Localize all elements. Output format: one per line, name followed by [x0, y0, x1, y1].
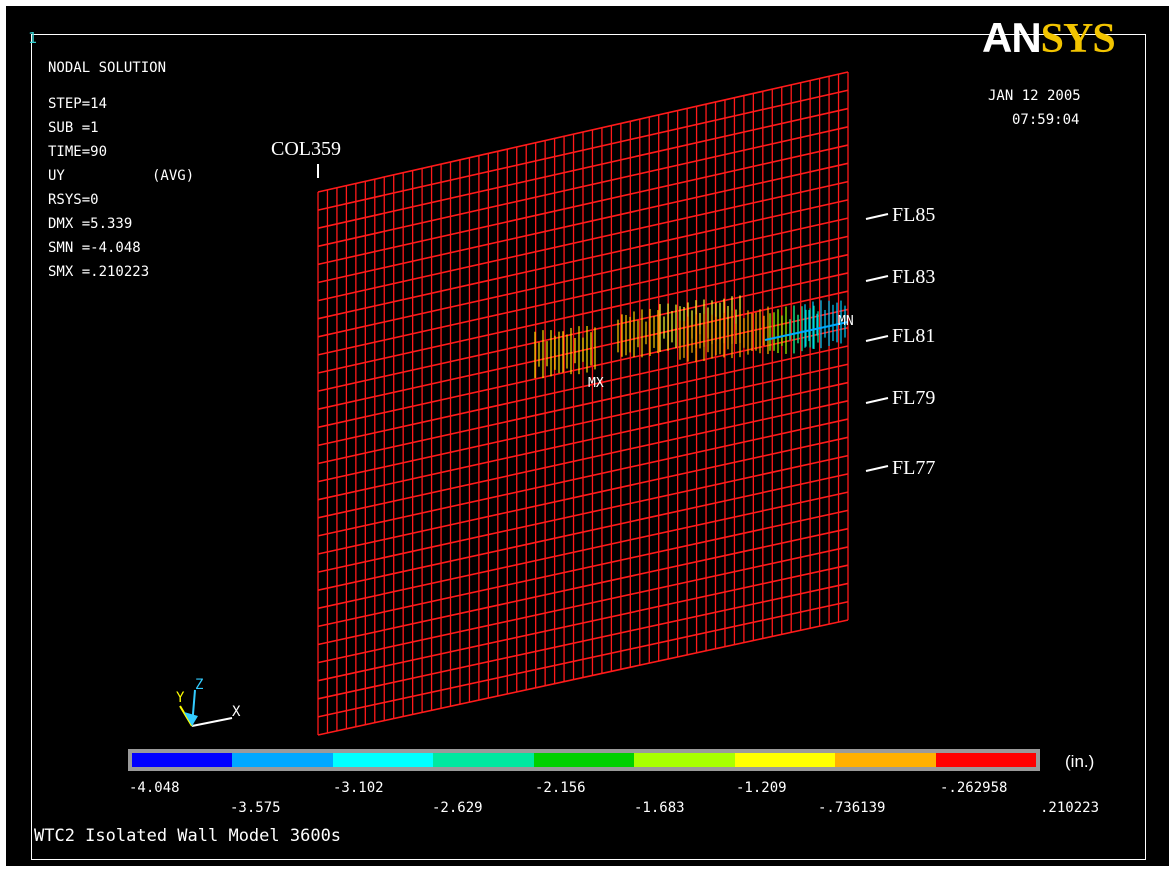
- mesh-floor-line: [317, 546, 849, 664]
- mesh-floor-line: [317, 418, 849, 537]
- mesh-floor-line: [317, 600, 849, 718]
- logo-text-sys: SYS: [1040, 16, 1116, 62]
- legend-label-top-0: -4.048: [129, 780, 180, 796]
- triad-x-axis: [191, 717, 233, 727]
- mesh-floor-line: [317, 381, 849, 501]
- mesh-floor-line: [317, 454, 849, 573]
- mesh-floor-line: [317, 436, 849, 555]
- legend-units: (in.): [1065, 752, 1095, 771]
- floor-leader-lines: [865, 213, 889, 472]
- legend-label-bottom-4: .210223: [1040, 800, 1100, 816]
- clock-label: 07:59:04: [1012, 112, 1080, 128]
- mesh-floor-line: [317, 272, 849, 392]
- floor-label-fl77: FL77: [892, 457, 936, 479]
- min-displacement-line: [764, 321, 849, 341]
- mesh-floor-line: [317, 89, 849, 211]
- legend-label-bottom-2: -1.683: [634, 800, 685, 816]
- sub-label: SUB =1: [48, 120, 99, 136]
- mesh-floor-line: [317, 180, 849, 302]
- legend-swatch-2: [332, 753, 434, 767]
- legend-label-top-1: -3.102: [333, 780, 384, 796]
- floor-leader-line: [865, 275, 889, 282]
- floor-leader-line: [865, 335, 889, 342]
- legend-label-top-4: -.262958: [940, 780, 1008, 796]
- mesh-floor-line: [317, 345, 849, 465]
- triad-origin-marker: [184, 712, 198, 726]
- triad-z-label: Z: [195, 677, 204, 693]
- legend-swatch-7: [835, 753, 937, 767]
- floor-label-fl83: FL83: [892, 266, 936, 288]
- mesh-floor-line: [317, 509, 849, 628]
- floor-label-fl79: FL79: [892, 387, 936, 409]
- triad-y-label: Y: [176, 690, 185, 706]
- wall-mesh: [317, 71, 849, 736]
- mesh-floor-line: [317, 199, 849, 320]
- legend-label-bottom-0: -3.575: [230, 800, 281, 816]
- legend-swatch-8: [935, 753, 1037, 767]
- contour-legend-bar: [128, 749, 1040, 771]
- ansys-logo: ANSYS: [982, 14, 1137, 62]
- floor-leader-line: [865, 213, 889, 220]
- mesh-floor-line: [317, 564, 849, 682]
- floor-leader-line: [865, 465, 889, 472]
- legend-label-bottom-1: -2.629: [432, 800, 483, 816]
- floor-leader-line: [865, 397, 889, 404]
- window-number: 1: [28, 29, 38, 47]
- mesh-floor-line: [317, 582, 849, 700]
- triad-x-label: X: [232, 704, 241, 720]
- logo-text-an: AN: [982, 14, 1042, 61]
- mesh-floor-line: [317, 400, 849, 519]
- mesh-floor-line: [317, 126, 849, 248]
- coordinate-triad-icon: [179, 689, 233, 727]
- min-marker: MN: [838, 314, 854, 329]
- plot-frame: [31, 34, 1146, 860]
- quantity-label: UY: [48, 168, 65, 184]
- step-label: STEP=14: [48, 96, 108, 112]
- legend-label-bottom-3: -.736139: [818, 800, 886, 816]
- legend-swatch-5: [634, 753, 736, 767]
- mesh-floor-line: [317, 473, 849, 591]
- mesh-floor-line: [317, 71, 849, 193]
- solution-type: NODAL SOLUTION: [48, 60, 167, 76]
- plot-caption: WTC2 Isolated Wall Model 3600s: [34, 826, 342, 846]
- legend-label-top-3: -1.209: [736, 780, 787, 796]
- mesh-floor-line: [317, 107, 849, 229]
- avg-label: (AVG): [152, 168, 195, 184]
- mesh-floor-line: [317, 363, 849, 483]
- legend-label-top-2: -2.156: [535, 780, 586, 796]
- time-label: TIME=90: [48, 144, 108, 160]
- triad-y-axis: [179, 705, 193, 727]
- mesh-floor-line: [317, 527, 849, 646]
- legend-swatch-4: [533, 753, 635, 767]
- legend-swatch-6: [734, 753, 836, 767]
- mesh-floor-line: [317, 144, 849, 266]
- deformation-contour: [317, 164, 849, 379]
- column-label: COL359: [271, 138, 341, 160]
- dmx-label: DMX =5.339: [48, 216, 133, 232]
- mesh-floor-line: [317, 491, 849, 610]
- smn-label: SMN =-4.048: [48, 240, 141, 256]
- mesh-floor-line: [317, 235, 849, 356]
- legend-swatch-0: [132, 753, 233, 767]
- mesh-floor-line: [317, 619, 849, 736]
- mesh-floor-line: [317, 217, 849, 338]
- floor-label-fl81: FL81: [892, 325, 936, 347]
- mesh-floor-line: [317, 253, 849, 374]
- legend-swatch-1: [232, 753, 334, 767]
- mesh-floor-line: [317, 162, 849, 284]
- rsys-label: RSYS=0: [48, 192, 99, 208]
- max-marker: MX: [588, 376, 604, 391]
- floor-label-fl85: FL85: [892, 204, 936, 226]
- legend-swatch-3: [433, 753, 535, 767]
- date-label: JAN 12 2005: [988, 88, 1081, 104]
- smx-label: SMX =.210223: [48, 264, 150, 280]
